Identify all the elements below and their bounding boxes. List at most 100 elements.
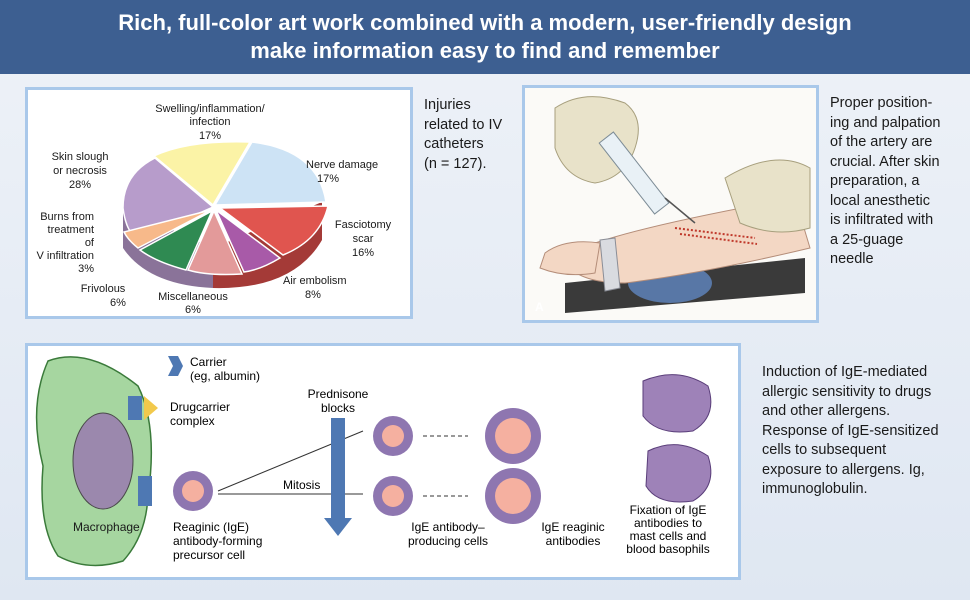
label-prednisone-2: blocks (321, 401, 355, 415)
value-skin-slough: 28% (69, 179, 91, 191)
caption-line: Proper position- (830, 95, 933, 111)
caption-line: cells to subsequent (762, 442, 887, 458)
label-fixation: Fixation of IgE (630, 503, 707, 517)
caption-line: a 25-guage (830, 231, 904, 248)
label-swelling-2: infection (190, 116, 231, 128)
caption-line: (n = 127). (424, 155, 487, 172)
label-ige-reaginic: IgE reaginic (541, 520, 604, 534)
cell-top-large-nucleus (495, 418, 531, 454)
label-swelling: Swelling/inflammation/ (155, 103, 265, 115)
value-frivolous: 6% (110, 297, 126, 309)
drug-triangle-icon (144, 396, 158, 420)
label-fixation-4: blood basophils (626, 542, 709, 556)
banner-title-line-1: Rich, full-color art work combined with … (118, 10, 852, 35)
label-fixation-3: mast cells and (630, 529, 707, 543)
caption-line: Injuries (424, 97, 471, 113)
label-ige-producing-2: producing cells (408, 534, 488, 548)
label-nerve-damage: Nerve damage (306, 159, 378, 171)
caption-line: and other allergens. (762, 403, 891, 419)
label-burns-4: V infiltration (37, 250, 94, 262)
syringe (598, 131, 696, 224)
label-macrophage: Macrophage (73, 520, 140, 534)
caption-line: catheters (424, 136, 484, 152)
label-skin-slough-2: or necrosis (53, 165, 107, 177)
artery-marks (674, 227, 758, 245)
value-nerve-damage: 17% (317, 173, 339, 185)
caption-line: is infiltrated with (830, 212, 934, 228)
header-banner: Rich, full-color art work combined with … (0, 0, 970, 74)
label-fasciotomy-2: scar (353, 233, 374, 245)
gloved-hand-right (724, 159, 811, 233)
label-carrier: Carrier (190, 355, 227, 369)
caption-line: related to IV (424, 116, 503, 133)
precursor-nucleus (182, 480, 204, 502)
injection-illustration-panel: A (522, 85, 819, 323)
label-reaginic-3: precursor cell (173, 548, 245, 562)
pie-chart-panel: Swelling/inflammation/ infection 17% Ner… (25, 87, 413, 319)
label-air-embolism: Air embolism (283, 275, 347, 287)
value-burns: 3% (78, 263, 94, 275)
slice-fasciotomy (217, 205, 329, 256)
strap (599, 237, 621, 292)
ige-diagram-panel: Macrophage Carrier (eg, albumin) Drugcar… (25, 343, 741, 580)
banner-title-line-2: make information easy to find and rememb… (250, 38, 720, 63)
cell-bottom-small-nucleus (382, 485, 404, 507)
cell-bottom-large-nucleus (495, 478, 531, 514)
slice-miscellaneous (186, 209, 244, 276)
caption-line: Induction of IgE-mediated (762, 364, 928, 380)
value-air-embolism: 8% (305, 289, 321, 301)
caption-line: allergic sensitivity to drugs (762, 383, 932, 400)
label-reaginic-2: antibody-forming (173, 534, 262, 548)
mast-cell-top (642, 374, 712, 433)
caption-line: needle (830, 251, 874, 267)
cell-top-small-nucleus (382, 425, 404, 447)
label-mitosis: Mitosis (283, 478, 320, 492)
macrophage-nucleus (72, 412, 134, 510)
carrier-icon (168, 356, 183, 376)
value-miscellaneous: 6% (185, 304, 201, 316)
label-prednisone: Prednisone (308, 387, 369, 401)
label-burns-3: of (85, 237, 95, 249)
slice-nerve-damage (213, 141, 327, 206)
ige-diagram: Macrophage Carrier (eg, albumin) Drugcar… (35, 355, 712, 567)
label-frivolous: Frivolous (81, 283, 126, 295)
caption-ige: Induction of IgE-mediated allergic sensi… (762, 363, 967, 500)
prednisone-arrow-head (324, 518, 352, 536)
label-miscellaneous: Miscellaneous (158, 291, 228, 303)
caption-line: local anesthetic (830, 192, 930, 209)
drug-carrier-icon (128, 396, 142, 420)
caption-line: ing and palpation (830, 114, 941, 131)
label-burns: Burns from (40, 211, 94, 223)
label-ige-producing: IgE antibody– (411, 520, 485, 534)
pie-chart: Swelling/inflammation/ infection 17% Ner… (37, 103, 392, 316)
receptor-icon (138, 476, 152, 506)
slice-frivolous (138, 209, 214, 271)
caption-injuries: Injuries related to IV catheters (n = 12… (424, 96, 519, 174)
caption-line: Response of IgE-sensitized (762, 422, 939, 439)
slice-swelling (152, 141, 252, 207)
mast-cell-bottom (645, 444, 712, 503)
label-skin-slough: Skin slough (52, 151, 109, 163)
label-drug-carrier: Drugcarrier (170, 400, 230, 414)
caption-artery-positioning: Proper position- ing and palpation of th… (830, 94, 968, 270)
label-fasciotomy: Fasciotomy (335, 219, 392, 231)
caption-line: preparation, a (830, 173, 920, 189)
caption-line: exposure to allergens. Ig, (762, 461, 925, 478)
slice-burns (122, 209, 212, 249)
label-burns-2: treatment (48, 224, 94, 236)
label-drug-carrier-2: complex (170, 414, 215, 428)
value-swelling: 17% (199, 130, 221, 142)
panel-letter: A (535, 300, 544, 314)
label-fixation-2: antibodies to (634, 516, 702, 530)
hand (539, 241, 601, 276)
caption-line: immunoglobulin. (762, 481, 868, 497)
injection-illustration: A (525, 88, 816, 320)
slice-air-embolism (215, 209, 282, 273)
label-carrier-2: (eg, albumin) (190, 369, 260, 383)
caption-line: of the artery are (830, 134, 933, 150)
caption-line: crucial. After skin (830, 153, 940, 170)
label-ige-reaginic-2: antibodies (546, 534, 601, 548)
label-reaginic: Reaginic (IgE) (173, 520, 249, 534)
prednisone-arrow-shaft (331, 418, 345, 518)
pie-labels: Swelling/inflammation/ infection 17% Ner… (37, 103, 392, 316)
